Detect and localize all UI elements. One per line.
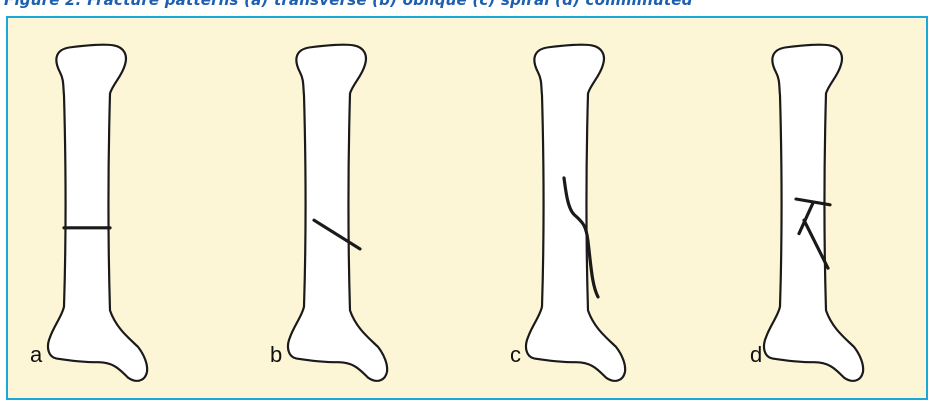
bone-c [526,45,625,381]
bones-illustration [8,18,926,398]
bone-b-outline [288,45,387,381]
label-a: a [30,342,42,368]
bone-d [764,45,863,381]
figure-caption-strip: Figure 2: Fracture patterns (a) transver… [0,0,936,14]
label-b: b [270,342,282,368]
bone-c-outline [526,45,625,381]
bone-d-outline [764,45,863,381]
bone-a [48,45,147,381]
label-d: d [750,342,762,368]
label-c: c [510,342,521,368]
illustration-panel: a b c d [6,16,928,400]
bone-b [288,45,387,381]
figure-caption: Figure 2: Fracture patterns (a) transver… [4,0,693,9]
bone-a-outline [48,45,147,381]
